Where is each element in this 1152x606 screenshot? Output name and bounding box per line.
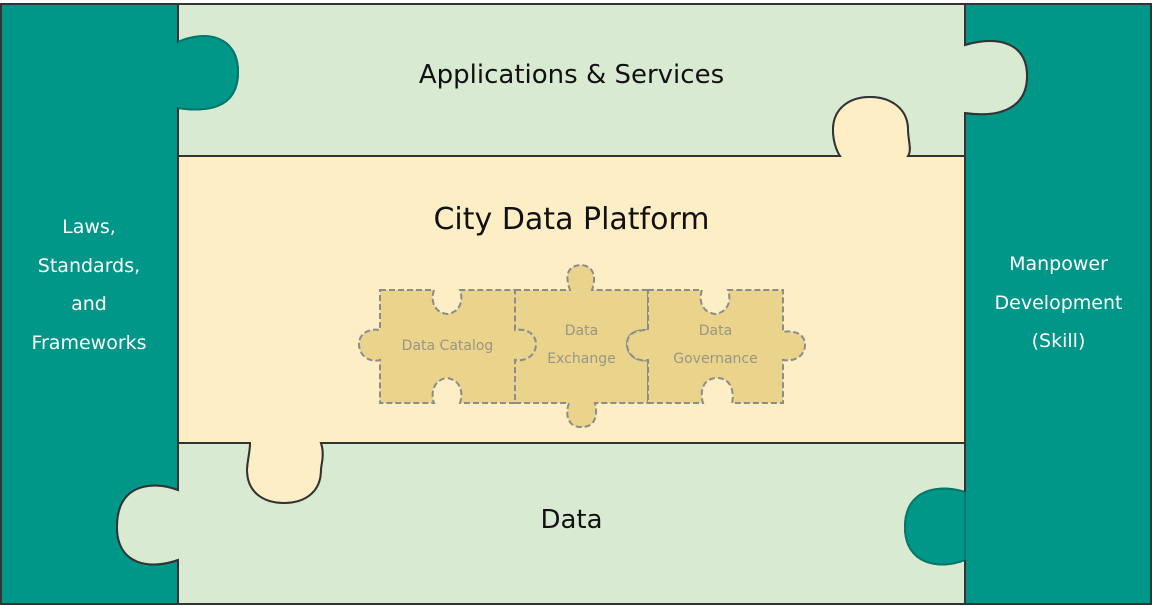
right-pillar-label: Manpower Development (Skill) bbox=[965, 245, 1152, 361]
data-catalog-piece bbox=[357, 289, 538, 404]
data-exchange-line: Exchange bbox=[547, 351, 616, 367]
data-catalog-line: Data Catalog bbox=[401, 338, 494, 354]
left-pillar-line: Standards, bbox=[37, 254, 141, 277]
data-governance-line: Governance bbox=[673, 351, 758, 367]
right-pillar-line: Manpower bbox=[1009, 253, 1108, 275]
left-pillar-line: and bbox=[71, 293, 107, 315]
top-band-label: Applications & Services bbox=[418, 60, 725, 90]
left-pillar-label: Laws, Standards, and Frameworks bbox=[0, 208, 178, 362]
data-governance-piece bbox=[625, 289, 807, 404]
left-pillar-line: Frameworks bbox=[31, 331, 147, 354]
right-pillar-line: (Skill) bbox=[1031, 330, 1086, 352]
bottom-band-label: Data bbox=[540, 505, 603, 535]
data-catalog-label: Data Catalog bbox=[380, 332, 515, 360]
data-governance-label: Data Governance bbox=[648, 317, 783, 373]
middle-band-label: City Data Platform bbox=[433, 202, 710, 237]
data-exchange-label: Data Exchange bbox=[515, 317, 648, 373]
data-governance-line: Data bbox=[698, 323, 733, 339]
data-exchange-line: Data bbox=[564, 323, 599, 339]
right-pillar-line: Development bbox=[994, 291, 1123, 314]
left-pillar-line: Laws, bbox=[62, 216, 116, 238]
